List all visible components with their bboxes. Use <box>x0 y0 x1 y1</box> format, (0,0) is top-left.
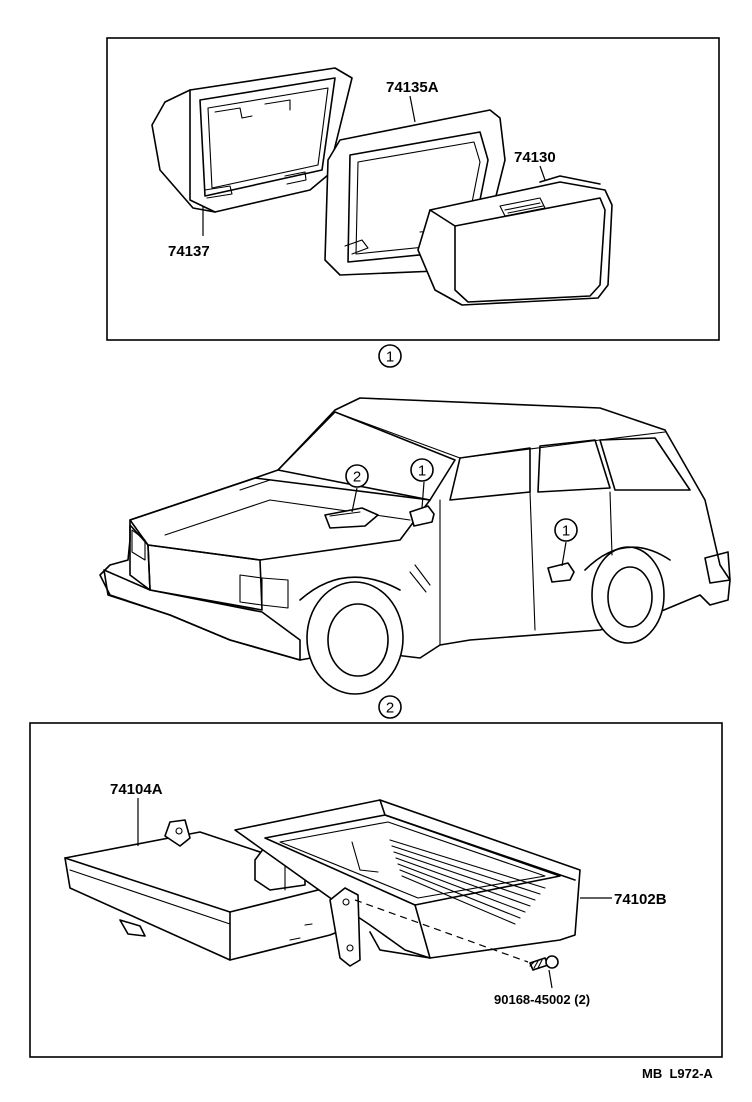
leader-vehicle-1b <box>561 541 567 567</box>
callout-circle-1-top <box>378 344 402 368</box>
screw-90168-45002 <box>529 955 559 971</box>
label-74135A: 74135A <box>386 79 439 96</box>
callout-circle-2-vehicle <box>345 464 369 488</box>
callout-number-2-vehicle: 2 <box>353 469 361 486</box>
leader-74135A <box>409 95 416 123</box>
leader-74130 <box>539 165 546 181</box>
label-74130: 74130 <box>514 149 556 166</box>
vehicle-illustration <box>99 397 731 695</box>
screw-path-dashed-line <box>354 899 529 963</box>
radio-base-74102B <box>234 799 581 967</box>
callout-number-1-vehicle-b: 1 <box>562 523 570 540</box>
callout-number-1-top: 1 <box>386 349 394 366</box>
diagram-code: MB L972-A <box>642 1066 713 1081</box>
bottom-panel-frame <box>29 722 723 1058</box>
leader-90168 <box>548 969 553 989</box>
callout-circle-1-vehicle-b <box>554 518 578 542</box>
top-panel-frame <box>106 37 720 341</box>
label-90168-45002: 90168-45002 (2) <box>494 992 590 1007</box>
leader-vehicle-1a <box>421 481 425 509</box>
label-74137: 74137 <box>168 243 210 260</box>
callout-circle-1-vehicle-a <box>410 458 434 482</box>
label-74104A: 74104A <box>110 781 163 798</box>
callout-number-1-vehicle-a: 1 <box>418 463 426 480</box>
label-74102B: 74102B <box>614 891 667 908</box>
ashtray-drawer-74130 <box>417 175 613 306</box>
leader-vehicle-2 <box>351 487 358 513</box>
callout-number-2-bottom: 2 <box>386 700 394 717</box>
callout-circle-2-bottom <box>378 695 402 719</box>
ashtray-housing-74137 <box>151 67 353 213</box>
